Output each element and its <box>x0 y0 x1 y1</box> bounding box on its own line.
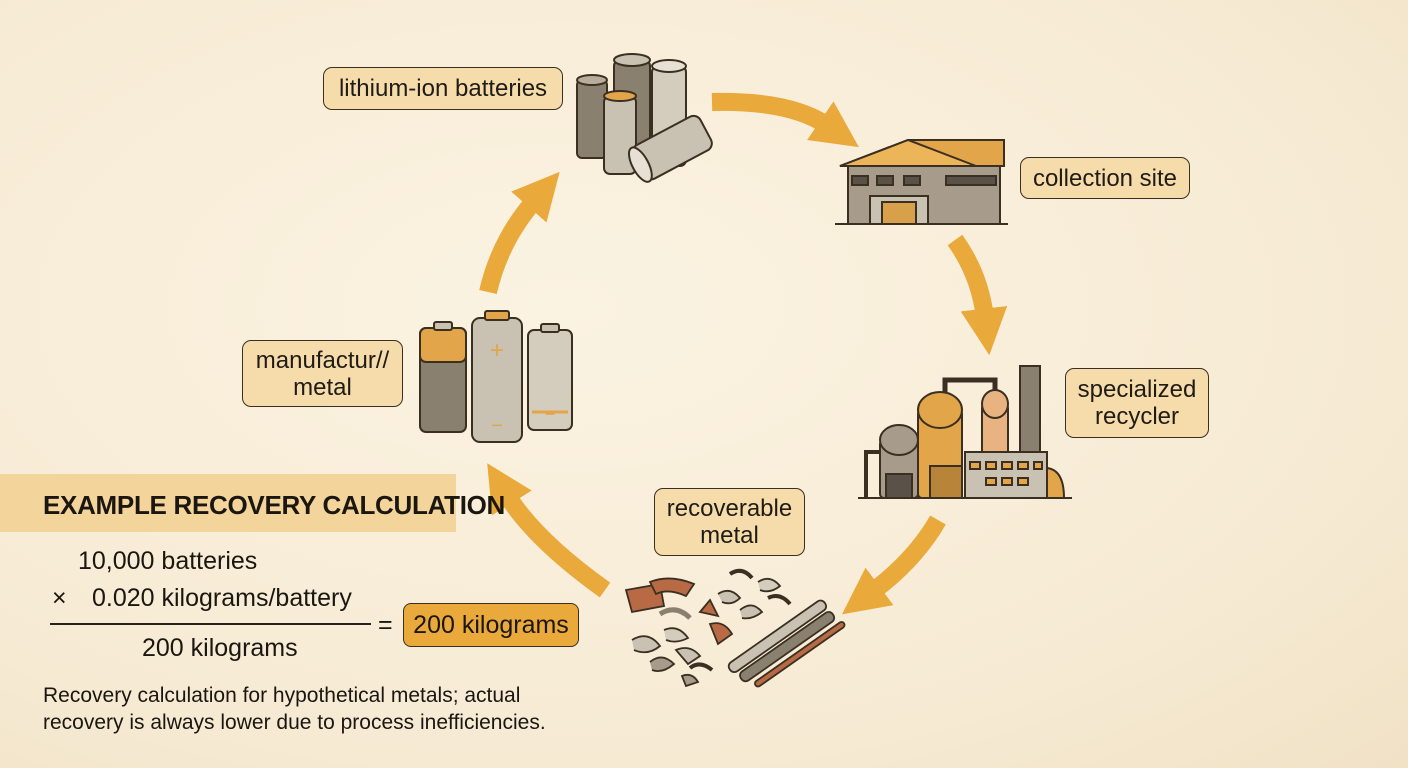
stage-label-recoverable-line2: metal <box>700 522 759 549</box>
calc-metal-per-battery: 0.020 kilograms/battery <box>92 584 352 612</box>
recycling-plant-icon <box>858 365 1072 499</box>
calculation-title: EXAMPLE RECOVERY CALCULATION <box>43 490 506 520</box>
stage-label-collection: collection site <box>1020 157 1190 199</box>
calc-fraction-rule <box>50 623 371 625</box>
stage-label-recycler-line2: recycler <box>1094 403 1179 430</box>
warehouse-icon <box>835 138 1008 225</box>
stage-label-recycler: specialized recycler <box>1065 368 1209 438</box>
calc-footnote-line1: Recovery calculation for hypothetical me… <box>43 684 521 707</box>
stage-label-recoverable-line1: recoverable <box>666 495 793 522</box>
calc-multiply-operator: × <box>52 584 67 612</box>
stage-label-batteries: lithium-ion batteries <box>323 67 563 110</box>
metal-scrap-icon <box>624 568 846 688</box>
stage-label-manufactur: manufactur// metal <box>242 340 403 407</box>
calculation-header-band <box>0 474 456 532</box>
plus-terminal-label: + <box>490 337 504 364</box>
stage-label-manufactur-line2: metal <box>293 373 352 401</box>
calc-result-text: 200 kilograms <box>413 610 569 639</box>
arrow-metal-to-manufactur <box>487 463 611 598</box>
minus-terminal-label: − <box>491 415 503 437</box>
stage-label-manufactur-line1: manufactur// <box>255 346 390 374</box>
arrow-recycler-to-metal <box>841 515 946 615</box>
new-batteries-icon <box>419 310 573 443</box>
calc-footnote-line2: recovery is always lower due to process … <box>43 711 546 734</box>
arrow-collection-to-recycler <box>947 234 1008 356</box>
calc-batteries-count: 10,000 batteries <box>78 547 258 575</box>
calc-footnote: Recovery calculation for hypothetical me… <box>43 682 546 736</box>
stage-label-batteries-text: lithium-ion batteries <box>338 75 548 102</box>
battery-cluster-icon <box>576 53 713 183</box>
arrow-batteries-to-collection <box>711 92 859 148</box>
calc-result-badge: 200 kilograms <box>403 603 579 647</box>
minus-terminal-label-small: − <box>545 404 556 424</box>
arrow-manufactur-to-batteries <box>479 171 560 295</box>
stage-label-recycler-line1: specialized <box>1077 376 1197 403</box>
stage-label-collection-text: collection site <box>1032 164 1178 192</box>
stage-label-recoverable-metal: recoverable metal <box>654 488 805 556</box>
calc-equals-sign: = <box>378 611 393 639</box>
calc-product: 200 kilograms <box>142 634 298 662</box>
